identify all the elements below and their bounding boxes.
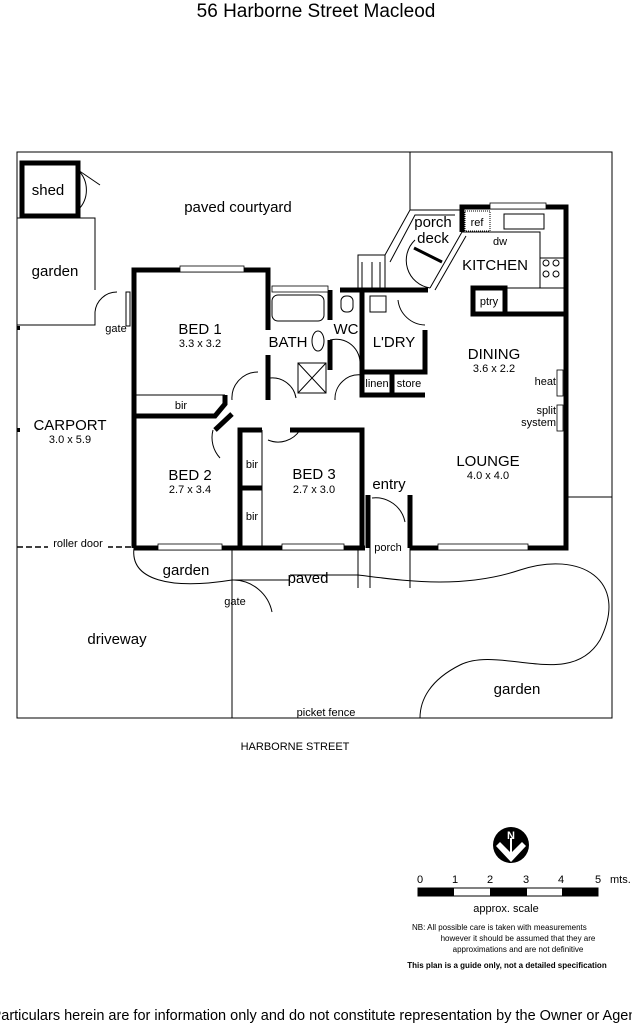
- label-bed3: BED 3: [292, 466, 335, 483]
- window: [281, 543, 345, 551]
- label-bed1: BED 1: [178, 321, 221, 338]
- size-carport: 3.0 x 5.9: [49, 434, 91, 446]
- footer-disclaimer: Particulars herein are for information o…: [0, 1008, 632, 1024]
- size-lounge: 4.0 x 4.0: [467, 470, 509, 482]
- gate-swing: [94, 291, 118, 313]
- sink: [503, 213, 545, 230]
- label-bir: bir: [246, 459, 259, 471]
- label-paved-courtyard: paved courtyard: [184, 199, 292, 216]
- size-bed3: 2.7 x 3.0: [293, 484, 335, 496]
- shower: [297, 362, 327, 394]
- label-store: store: [397, 378, 421, 390]
- label-roller-door: roller door: [53, 538, 103, 550]
- size-dining: 3.6 x 2.2: [473, 363, 515, 375]
- scale-tick: 0: [417, 874, 423, 886]
- window: [489, 202, 547, 210]
- guide-disclaimer: This plan is a guide only, not a detaile…: [407, 961, 607, 970]
- label-gate-front: gate: [224, 596, 245, 608]
- label-garden: garden: [32, 263, 79, 280]
- window: [179, 265, 245, 273]
- label-street: HARBORNE STREET: [241, 741, 350, 753]
- note-line: NB: All possible care is taken with meas…: [412, 923, 587, 932]
- label-ref: ref: [471, 217, 485, 229]
- label-bir: bir: [175, 400, 188, 412]
- gate-top: [125, 291, 131, 327]
- label-kitchen: KITCHEN: [462, 257, 528, 274]
- window: [437, 543, 529, 551]
- site-boundary: [16, 151, 613, 719]
- label-bir: bir: [246, 511, 259, 523]
- heater: [556, 369, 564, 397]
- split-system-unit: [556, 404, 564, 432]
- basin: [311, 330, 325, 352]
- scale-tick: 3: [523, 874, 529, 886]
- door-swings: [211, 239, 431, 523]
- garden-front-border: [133, 547, 233, 585]
- label-dining: DINING: [468, 346, 521, 363]
- label-paved: paved: [288, 570, 329, 587]
- scale-tick: 5: [595, 874, 601, 886]
- size-bed2: 2.7 x 3.4: [169, 484, 211, 496]
- label-lounge: LOUNGE: [456, 453, 519, 470]
- porch-front: [357, 548, 411, 588]
- toilet: [340, 295, 354, 313]
- label-bath: BATH: [269, 334, 308, 351]
- note-line: approximations and are not definitive: [453, 945, 584, 954]
- label-porch-deck: deck: [417, 230, 449, 247]
- label-linen: linen: [365, 378, 388, 390]
- porch-deck: [357, 209, 467, 291]
- bathtub: [271, 294, 325, 322]
- label-split-system: system: [521, 417, 556, 429]
- label-dw: dw: [493, 236, 507, 248]
- north-arrow-icon: N: [493, 827, 529, 863]
- trough: [369, 295, 387, 313]
- cooktop: [542, 259, 560, 278]
- scale-tick: 1: [452, 874, 458, 886]
- scale-caption: approx. scale: [473, 903, 538, 915]
- label-porch: porch: [374, 542, 402, 554]
- window: [157, 543, 223, 551]
- label-laundry: L'DRY: [373, 334, 416, 351]
- plan-title: 56 Harborne Street Macleod: [197, 1, 436, 22]
- size-bed1: 3.3 x 3.2: [179, 338, 221, 350]
- label-bed2: BED 2: [168, 467, 211, 484]
- label-wc: WC: [334, 321, 359, 338]
- label-heat: heat: [535, 376, 556, 388]
- label-garden-front: garden: [163, 562, 210, 579]
- note-line: however it should be assumed that they a…: [441, 934, 596, 943]
- label-pantry: ptry: [480, 296, 499, 308]
- window: [271, 285, 329, 293]
- label-split-system: split: [536, 405, 556, 417]
- scale-tick: 2: [487, 874, 493, 886]
- garden-left-border: [17, 217, 96, 326]
- scale-unit: mts.: [610, 874, 631, 886]
- label-driveway: driveway: [87, 631, 147, 648]
- kitchen-bench: [462, 231, 541, 289]
- fridge: [464, 210, 491, 232]
- svg-text:N: N: [507, 830, 515, 842]
- label-garden-right: garden: [494, 681, 541, 698]
- shed: [19, 160, 101, 219]
- label-picket-fence: picket fence: [297, 707, 356, 719]
- label-gate: gate: [105, 323, 126, 335]
- scale-bar: [417, 887, 599, 897]
- label-shed: shed: [32, 182, 65, 199]
- label-entry: entry: [372, 476, 406, 493]
- label-porch-deck: porch: [414, 214, 452, 231]
- garden-right-border: [357, 563, 610, 719]
- scale-tick: 4: [558, 874, 564, 886]
- label-carport: CARPORT: [33, 417, 106, 434]
